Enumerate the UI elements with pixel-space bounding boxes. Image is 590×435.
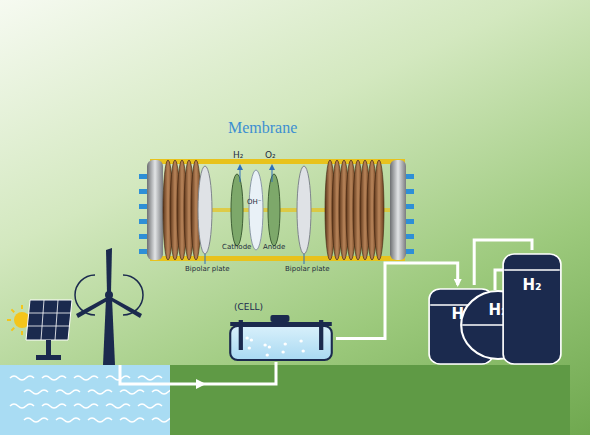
power-unit xyxy=(270,315,289,322)
electrode xyxy=(319,320,323,350)
bubble xyxy=(284,342,287,345)
sun-ray xyxy=(21,331,23,335)
bubble xyxy=(302,349,305,352)
wave xyxy=(56,390,80,394)
wave xyxy=(88,418,112,422)
bubble xyxy=(250,338,253,341)
hydrogen-tank: H₂ xyxy=(502,250,562,365)
bolt xyxy=(405,249,414,254)
membrane-label: Membrane xyxy=(228,120,297,136)
wave xyxy=(120,418,144,422)
part-label: Bipolar plate xyxy=(185,266,230,273)
bolt xyxy=(139,174,148,179)
wave xyxy=(106,404,130,408)
bubble xyxy=(266,353,269,356)
tank-label: H₂ xyxy=(502,250,562,293)
flow-arrow xyxy=(196,379,206,389)
bolt xyxy=(139,249,148,254)
bolt xyxy=(139,204,148,209)
bolt xyxy=(405,174,414,179)
wave xyxy=(56,418,80,422)
ion-label: OH⁻ xyxy=(247,199,261,206)
node-shape xyxy=(502,250,562,365)
wave xyxy=(138,404,162,408)
cell-label: (CELL) xyxy=(226,300,336,312)
wind-turbine xyxy=(75,248,143,365)
bolt xyxy=(139,219,148,224)
electrode xyxy=(239,320,243,350)
gas-label: O₂ xyxy=(265,151,276,160)
part-label: Anode xyxy=(263,244,285,251)
wave xyxy=(24,418,48,422)
stack-plate xyxy=(374,160,384,260)
wave xyxy=(74,404,98,408)
wave xyxy=(42,404,66,408)
sun-ray xyxy=(11,328,14,331)
bolt xyxy=(405,189,414,194)
wave xyxy=(24,390,48,394)
electrolysis-cell: (CELL) xyxy=(226,300,336,362)
tank-body xyxy=(503,254,561,364)
cell-rim xyxy=(230,322,332,326)
bolt xyxy=(139,234,148,239)
bubble xyxy=(299,339,302,342)
cell-container xyxy=(230,326,332,360)
sun-ray xyxy=(21,305,23,309)
bolt xyxy=(405,234,414,239)
tank-band xyxy=(504,269,560,271)
solar-panel xyxy=(7,300,72,360)
gas-label: H₂ xyxy=(233,151,243,160)
wave xyxy=(10,404,34,408)
wave xyxy=(10,376,34,380)
ground xyxy=(170,365,570,435)
sun-ray xyxy=(7,319,11,321)
wave xyxy=(120,390,144,394)
wave xyxy=(88,390,112,394)
part-label: Cathode xyxy=(222,244,251,251)
wave xyxy=(74,376,98,380)
bubble xyxy=(248,346,251,349)
part-label: Bipolar plate xyxy=(285,266,330,273)
water-body xyxy=(0,365,170,435)
bolt xyxy=(405,219,414,224)
bolt xyxy=(139,189,148,194)
wave xyxy=(138,376,162,380)
wave xyxy=(106,376,130,380)
wave xyxy=(42,376,66,380)
bolt xyxy=(405,204,414,209)
electrolyzer-stack xyxy=(139,159,414,264)
bubble xyxy=(281,350,284,353)
bubble xyxy=(268,345,271,348)
bubble xyxy=(245,336,248,339)
sun-ray xyxy=(11,309,14,312)
bubble xyxy=(263,343,266,346)
